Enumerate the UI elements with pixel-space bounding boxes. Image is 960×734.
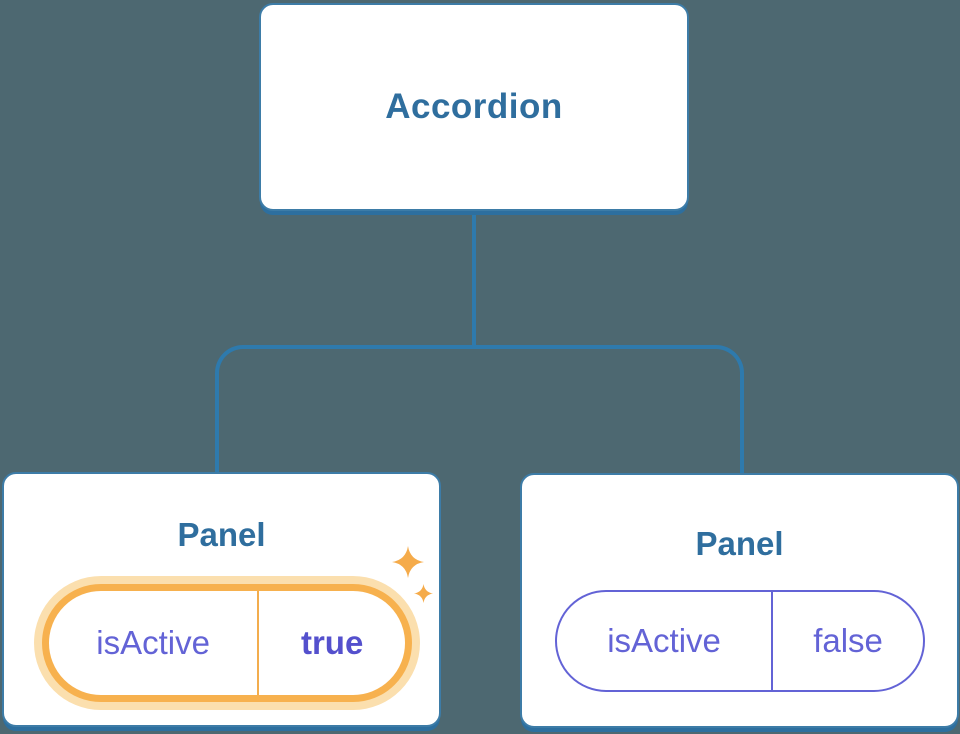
state-name-label: isActive bbox=[607, 622, 721, 659]
connector-root-line bbox=[472, 209, 476, 349]
pill-divider bbox=[257, 591, 260, 695]
connector-branch bbox=[215, 345, 744, 473]
accordion-label: Accordion bbox=[385, 87, 563, 126]
accordion-node: Accordion bbox=[259, 3, 689, 211]
sparkle-icon bbox=[414, 584, 433, 603]
panel-title: Panel bbox=[177, 516, 266, 553]
state-value-label: false bbox=[813, 622, 883, 659]
state-pill-inactive: isActive false bbox=[555, 590, 925, 692]
panel-node-inactive: Panel isActive false bbox=[520, 473, 959, 728]
panel-node-active: Panel isActive true bbox=[2, 472, 441, 727]
state-pill-active: isActive true bbox=[42, 584, 412, 702]
state-value-label: true bbox=[300, 624, 364, 661]
sparkle-icon bbox=[392, 546, 424, 578]
pill-divider bbox=[771, 592, 774, 690]
state-name-label: isActive bbox=[96, 624, 210, 661]
panel-title: Panel bbox=[695, 525, 784, 562]
